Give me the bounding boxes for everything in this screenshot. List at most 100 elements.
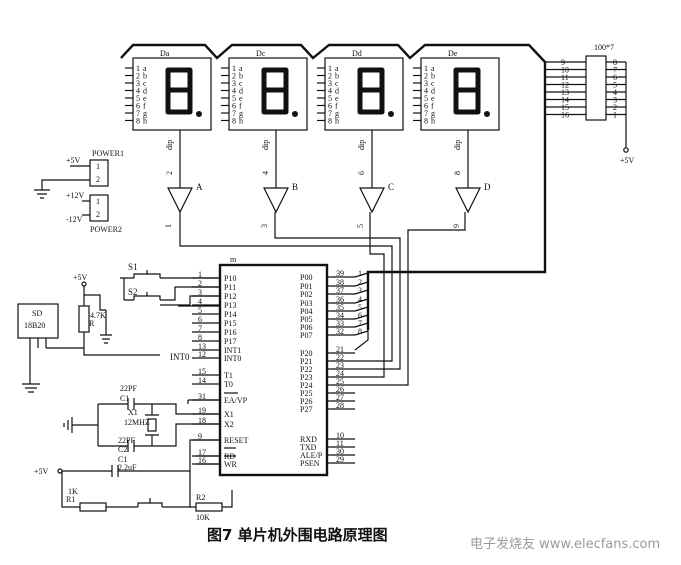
mcu-right-pin-number: 10: [336, 431, 344, 440]
segment-letter: d: [431, 87, 435, 96]
mcu-right-pin-name: P20: [300, 349, 312, 358]
r1-name: R1: [66, 495, 75, 504]
segment-pin-number: 1: [328, 64, 332, 73]
dp-label: dip: [453, 140, 462, 150]
mcu-right-pin-name: P27: [300, 405, 312, 414]
mcu-left-pin-number: 13: [198, 342, 206, 351]
mcu-right-pin-number: 39: [336, 269, 344, 278]
mcu-left-pin-number: 18: [198, 416, 206, 425]
segment-pin-number: 5: [232, 94, 236, 103]
mcu-right-pin-name: ALE/P: [300, 451, 323, 460]
c3-symbol: [111, 439, 220, 477]
reset-circuit: +5V 2.2uF C1 1K R1 R2 10K: [34, 439, 233, 522]
mcu-right-pin-name: P06: [300, 323, 312, 332]
mcu-left-pin-number: 5: [198, 306, 202, 315]
power1-pin-2: 2: [96, 175, 100, 184]
bus-number: 5: [358, 303, 362, 312]
mcu-right-pin-name: P22: [300, 365, 312, 374]
segment-letter: b: [143, 72, 147, 81]
mcu-right-pin-number: 11: [336, 439, 344, 448]
power1-wires: [34, 165, 90, 199]
mcu-left-pin-number: 31: [198, 392, 206, 401]
segment-letter: b: [335, 72, 339, 81]
pullup-name: R: [89, 319, 95, 328]
mcu-right-pin-name: P26: [300, 397, 312, 406]
segment-letter: e: [239, 94, 243, 103]
bus-entry: [354, 330, 369, 336]
segment-pin-number: 1: [424, 64, 428, 73]
mcu-left-pin-name: T1: [224, 371, 233, 380]
driver-input-pin: 1: [164, 224, 173, 228]
segment-letter: b: [431, 72, 435, 81]
dp-label: dip: [261, 140, 270, 150]
mcu-left-pin-name: P13: [224, 301, 236, 310]
segment-pin-number: 8: [232, 117, 236, 126]
mcu-left-pin-name: EA/VP: [224, 396, 248, 405]
mcu-left-pin-name: X2: [224, 420, 234, 429]
switch-s2: S2: [124, 286, 205, 306]
crystal-leads: [145, 404, 159, 446]
bus-number: 2: [358, 278, 362, 287]
bus-entry: [354, 322, 369, 328]
mcu-right-pin-number: 28: [336, 401, 344, 410]
display-name: Dd: [352, 49, 362, 58]
power2-pin-1: 1: [96, 197, 100, 206]
segment-letter: c: [335, 79, 339, 88]
segment-pin-number: 6: [328, 102, 332, 111]
driver-label: B: [292, 182, 298, 192]
ea-wire: [187, 399, 220, 404]
switch-s2-wire: [160, 295, 205, 306]
display-body: [228, 57, 308, 131]
mcu-right-pin-name: P23: [300, 373, 312, 382]
mcu-label: m: [230, 255, 237, 264]
segment-letter: c: [143, 79, 147, 88]
driver-label: A: [196, 182, 203, 192]
bus-entry: [354, 289, 369, 295]
c3-name: C1: [118, 455, 127, 464]
mcu-right-pin-number: 37: [336, 286, 344, 295]
segment-pin-number: 5: [328, 94, 332, 103]
bus-entry: [354, 298, 369, 304]
switch-s1-label: S1: [128, 262, 138, 272]
segment-letter: d: [239, 87, 243, 96]
segment-pin-number: 3: [136, 79, 140, 88]
pullup-value: 4.7K: [90, 311, 106, 320]
mcu-right-pin-number: 34: [336, 311, 344, 320]
r2-body: [195, 502, 223, 512]
driver-buffer: [167, 187, 193, 214]
c1-symbol: [98, 398, 220, 415]
segment-letter: f: [239, 102, 242, 111]
cap-ground-rail: [63, 404, 99, 446]
dp-pin-number: 4: [261, 171, 270, 175]
mcu-left-pin-number: 12: [198, 350, 206, 359]
dp-pin-number: 2: [165, 171, 174, 175]
segment-pin-number: 7: [328, 109, 332, 118]
segment-pin-number: 2: [328, 72, 332, 81]
mcu-left-pin-number: 9: [198, 432, 202, 441]
oscillator-circuit: 22PF C1 22PF C2 X1 12MHZ: [63, 384, 220, 454]
r1-value: 1K: [68, 487, 78, 496]
segment-letter: c: [431, 79, 435, 88]
mcu-left-pin-name: P17: [224, 337, 236, 346]
sensor-leads: [22, 338, 85, 393]
segment-pin-number: 4: [136, 87, 140, 96]
r2-wires: [190, 490, 233, 508]
mcu-left-pin-number: 14: [198, 376, 206, 385]
bus-entry: [354, 306, 369, 312]
driver-a-wire: [179, 212, 393, 362]
pullup-wires: [83, 286, 112, 345]
bus-number: 1: [358, 269, 362, 278]
power2-top-label: +12V: [66, 191, 85, 200]
segment-letter: h: [431, 117, 435, 126]
segment-pin-number: 6: [232, 102, 236, 111]
decimal-point: [484, 111, 490, 117]
segment-letter: f: [431, 102, 434, 111]
mcu-right-pin-number: 22: [336, 353, 344, 362]
segment-letter: a: [239, 64, 243, 73]
bus-entry: [354, 281, 369, 287]
